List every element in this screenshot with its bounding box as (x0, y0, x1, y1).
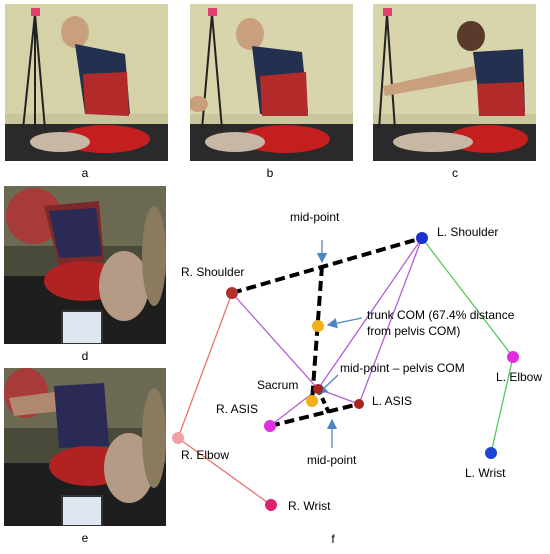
label-r-wrist: R. Wrist (288, 499, 331, 513)
label-r-shoulder: R. Shoulder (181, 265, 244, 279)
r-elbow-marker (172, 432, 184, 444)
l-asis-marker (354, 399, 364, 409)
photo-panel-b (190, 4, 353, 161)
label-sacrum: Sacrum (257, 378, 298, 392)
r-wrist-marker (265, 499, 277, 511)
label-r-elbow: R. Elbow (181, 448, 229, 462)
panel-label-e: e (81, 531, 89, 545)
panel-label-f: f (331, 532, 335, 546)
l-elbow-marker (507, 351, 519, 363)
r-upper-arm-line (177, 292, 233, 439)
label-l-wrist: L. Wrist (465, 466, 506, 480)
label-trunk-com-line1: trunk COM (67.4% distance (367, 308, 515, 322)
sacrum-marker (313, 384, 323, 394)
photo-panel-d (4, 186, 166, 344)
panel-label-a: a (81, 166, 89, 180)
label-l-asis: L. ASIS (372, 394, 412, 408)
label-pelvis-com: mid-point – pelvis COM (340, 361, 465, 375)
label-trunk-com-line2: from pelvis COM) (367, 324, 460, 338)
label-midpoint-top: mid-point (290, 210, 340, 224)
arrow-trunk-com (326, 317, 363, 329)
l-wrist-marker (485, 447, 497, 459)
photo-panel-c (373, 4, 536, 161)
l-upper-arm-line (421, 237, 514, 358)
label-midpoint-bottom: mid-point (307, 453, 357, 467)
r-forearm-line (177, 437, 272, 506)
label-l-elbow: L. Elbow (496, 370, 542, 384)
l-shoulder-marker (416, 232, 428, 244)
asis-dashed-line (269, 402, 360, 428)
panel-label-d: d (81, 349, 89, 363)
label-l-shoulder: L. Shoulder (437, 225, 498, 239)
l-forearm-line (490, 356, 514, 454)
panel-label-b: b (266, 166, 274, 180)
shoulder-dashed-line (231, 236, 423, 295)
photo-panel-a (5, 4, 168, 161)
pelvis-line-sacrum-rasis (269, 388, 319, 427)
pelvis-com-marker (306, 395, 318, 407)
trunk-com-marker (312, 320, 324, 332)
trunk-line-l-shoulder-sacrum (317, 237, 423, 390)
panel-label-c: c (452, 166, 458, 180)
trunk-line-r-shoulder-sacrum (231, 292, 319, 390)
label-r-asis: R. ASIS (216, 402, 258, 416)
r-shoulder-marker (226, 287, 238, 299)
r-asis-marker (264, 420, 276, 432)
trunk-line-l-shoulder-lasis (358, 237, 423, 405)
photo-panel-e (4, 368, 166, 526)
trunk-dashed-line (310, 265, 324, 402)
